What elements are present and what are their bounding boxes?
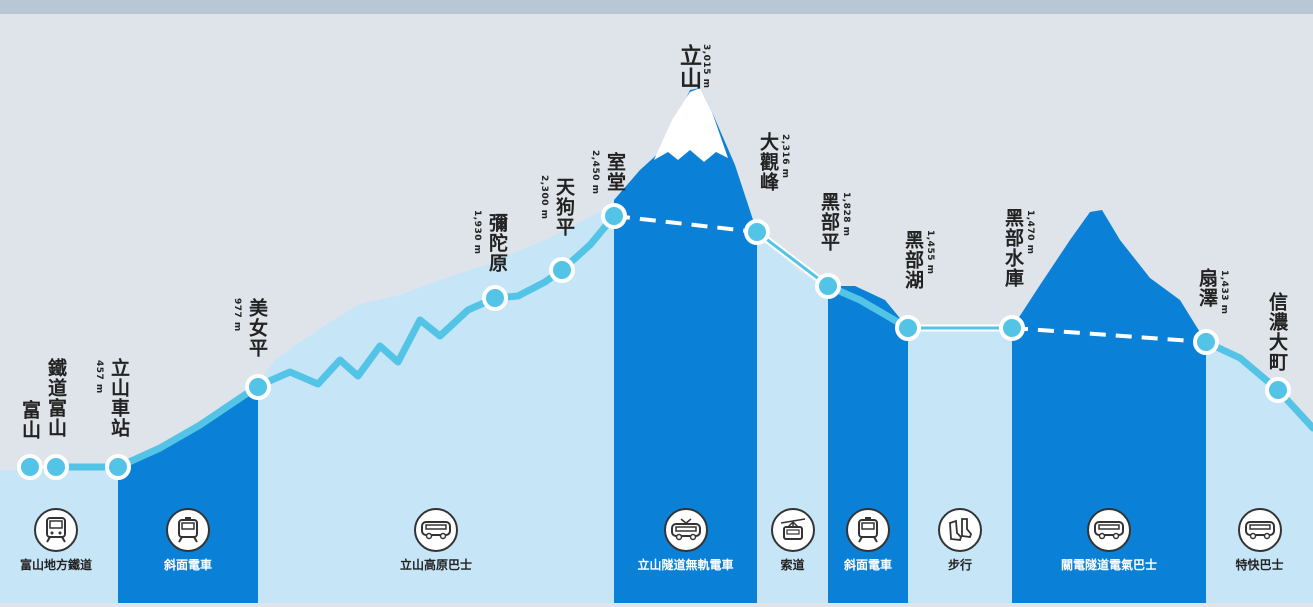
station-label-tengudaira: 天狗平	[553, 177, 575, 237]
peak-name: 立山	[676, 44, 701, 90]
station-dot-daikanbo	[744, 219, 770, 245]
station-elevation-daikanbo: 2,316 m	[780, 134, 790, 179]
station-label-kurobe-dam: 黑部水庫	[1002, 208, 1024, 288]
station-label-bijodaira: 美女平	[246, 298, 268, 358]
bus-icon	[414, 508, 458, 552]
train-icon	[34, 508, 78, 552]
transport-label: 斜面電車	[843, 558, 892, 572]
station-dot-midagahara	[482, 285, 508, 311]
trolleybus-icon	[663, 508, 708, 552]
ropeway-icon	[770, 508, 815, 552]
transport-segment-electric-bus: 關電隧道電氣巴士	[1012, 508, 1206, 573]
terrain-light-far-east	[1206, 342, 1313, 603]
station-dot-kurobeko	[895, 315, 921, 341]
tateyama-peak-block	[614, 88, 757, 603]
station-dot-shinano-omachi	[1265, 377, 1291, 403]
station-dot-kurobe-dam	[999, 315, 1025, 341]
station-label-kurobeko: 黑部湖	[902, 230, 924, 290]
station-dot-ogizawa	[1193, 329, 1219, 355]
station-dot-kurobedaira	[815, 273, 841, 299]
transport-segment-cable-car-2: 斜面電車	[828, 508, 908, 573]
kurobe-mountain-block	[1012, 210, 1206, 603]
transport-segment-express-bus: 特快巴士	[1206, 508, 1313, 573]
cable-car-icon	[166, 508, 210, 552]
station-dot-murodo	[601, 203, 627, 229]
station-elevation-kurobedaira: 1,828 m	[841, 192, 851, 237]
transport-segment-toyama-chiho-railway: 富山地方鐵道	[6, 508, 106, 573]
transport-label: 關電隧道電氣巴士	[1060, 558, 1157, 572]
transport-label: 斜面電車	[163, 558, 212, 572]
transport-segment-ropeway: 索道	[757, 508, 828, 573]
peak-elevation: 3,015 m	[701, 44, 711, 89]
transport-label: 索道	[780, 558, 805, 572]
station-elevation-tateyama-station: 457 m	[94, 360, 104, 394]
station-elevation-murodo: 2,450 m	[590, 150, 600, 195]
station-label-ogizawa: 扇澤	[1196, 268, 1218, 308]
transport-segment-tunnel-trolleybus: 立山隧道無軌電車	[614, 508, 757, 573]
station-label-tateyama-station: 立山車站	[108, 358, 130, 438]
station-label-dentetsu-toyama: 鐵道富山	[45, 358, 67, 438]
route-line-express-bus	[1202, 338, 1313, 432]
station-elevation-kurobe-dam: 1,470 m	[1025, 210, 1035, 255]
transport-label: 特快巴士	[1235, 558, 1284, 572]
route-line-tunnel-1	[613, 214, 758, 234]
station-elevation-midagahara: 1,930 m	[472, 210, 482, 255]
zigzag-road	[254, 266, 566, 390]
station-dot-bijodaira	[245, 374, 271, 400]
transport-segment-cable-car-1: 斜面電車	[118, 508, 258, 573]
transport-segment-walking: 步行	[908, 508, 1012, 573]
sky-top-band	[0, 0, 1313, 14]
station-dot-tengudaira	[549, 257, 575, 283]
transport-label: 立山隧道無軌電車	[637, 558, 734, 572]
station-dots	[17, 203, 1291, 480]
ropeway-line-inner	[756, 230, 829, 288]
electric-bus-icon	[1087, 508, 1131, 552]
transport-label: 立山高原巴士	[399, 558, 472, 572]
station-label-daikanbo: 大觀峰	[757, 132, 779, 192]
route-line-tunnel-2	[1011, 326, 1207, 344]
transport-segment-highland-bus: 立山高原巴士	[258, 508, 614, 573]
station-dot-tateyama-station	[105, 454, 131, 480]
transport-label: 步行	[947, 558, 972, 572]
station-label-kurobedaira: 黑部平	[818, 192, 840, 252]
transport-label: 富山地方鐵道	[19, 558, 92, 572]
station-elevation-bijodaira: 977 m	[232, 298, 242, 332]
station-elevation-tengudaira: 2,300 m	[539, 175, 549, 220]
station-label-shinano-omachi: 信濃大町	[1266, 292, 1288, 372]
station-label-midagahara: 彌陀原	[486, 213, 508, 273]
express-bus-icon	[1237, 508, 1282, 552]
station-dot-dentetsu-toyama	[43, 454, 69, 480]
station-label-toyama: 富山	[19, 400, 41, 440]
station-label-murodo: 室堂	[604, 152, 626, 192]
station-elevation-ogizawa: 1,433 m	[1219, 270, 1229, 315]
walking-icon	[938, 508, 982, 552]
cable-car-icon	[846, 508, 890, 552]
station-elevation-kurobeko: 1,455 m	[925, 230, 935, 275]
terrain-block-cable-car-1	[118, 386, 258, 603]
snow-cap	[654, 88, 728, 162]
station-dot-toyama	[17, 454, 43, 480]
